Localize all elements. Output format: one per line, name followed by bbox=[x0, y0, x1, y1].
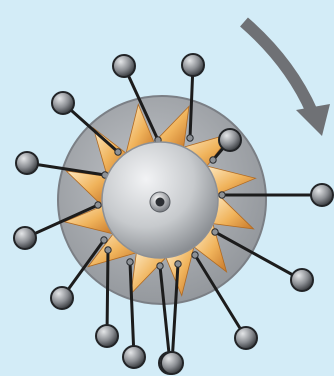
rod-pivot bbox=[212, 229, 218, 235]
rod-knob bbox=[16, 152, 38, 174]
rod-knob bbox=[14, 227, 36, 249]
rod-pivot bbox=[192, 252, 198, 258]
rod-knob bbox=[291, 269, 313, 291]
rod-pivot bbox=[210, 157, 216, 163]
rod bbox=[107, 250, 108, 336]
rotation-arrow bbox=[244, 22, 330, 136]
rotation-arrow-head bbox=[296, 104, 330, 136]
rod-pivot bbox=[187, 135, 193, 141]
rod-knob bbox=[182, 54, 204, 76]
rod-knob bbox=[161, 352, 183, 374]
rod-pivot bbox=[157, 263, 163, 269]
rod-knob bbox=[311, 184, 333, 206]
rotor-hub-bore bbox=[156, 198, 165, 207]
rod-pivot bbox=[95, 202, 101, 208]
rod-knob bbox=[123, 346, 145, 368]
rod-pivot bbox=[219, 192, 225, 198]
rod-knob bbox=[113, 55, 135, 77]
rod-knob bbox=[51, 287, 73, 309]
rod-knob bbox=[219, 129, 241, 151]
rod-pivot bbox=[127, 259, 133, 265]
rod-pivot bbox=[105, 247, 111, 253]
rod-knob bbox=[52, 92, 74, 114]
rod-knob bbox=[235, 327, 257, 349]
rod-pivot bbox=[115, 149, 121, 155]
rod-pivot bbox=[175, 261, 181, 267]
rod-pivot bbox=[101, 237, 107, 243]
rotation-arrow-shaft bbox=[244, 22, 312, 112]
rod-knob bbox=[96, 325, 118, 347]
